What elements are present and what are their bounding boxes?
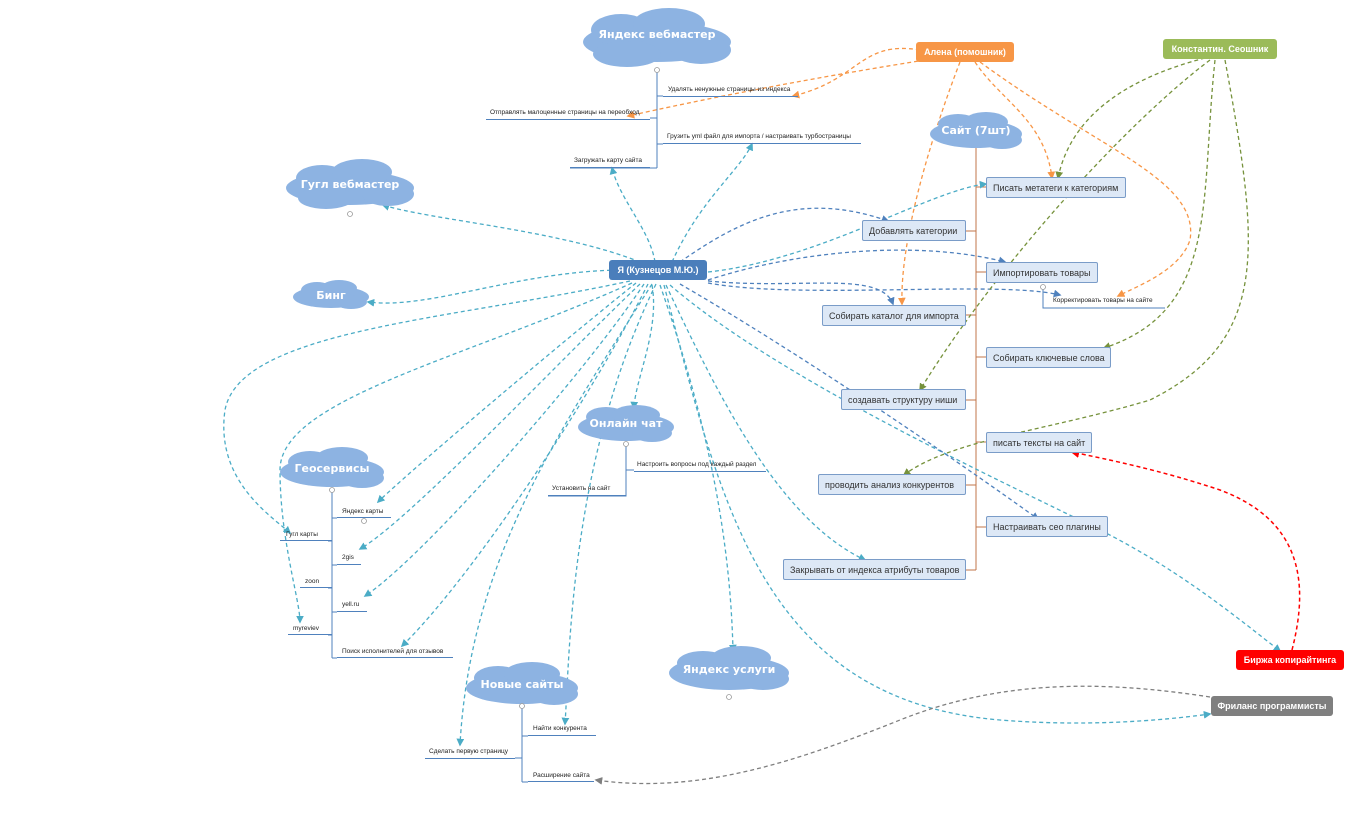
item-yml-underline [663,143,861,144]
geo-google-maps[interactable]: Гугл карты [286,531,318,538]
task-keywords[interactable]: Собирать ключевые слова [986,347,1111,368]
task-structure[interactable]: создавать структуру ниши [841,389,966,410]
task-competitors[interactable]: проводить анализ конкурентов [818,474,966,495]
task-import[interactable]: Импортировать товары [986,262,1098,283]
geo-yell-underline [337,611,367,612]
item-sitemap[interactable]: Загружать карту сайта [574,157,642,164]
task-texts-label: писать тексты на сайт [993,437,1086,448]
freelance-node[interactable]: Фриланс программисты [1211,696,1333,716]
geo-yell[interactable]: yell.ru [342,601,360,608]
birzha-node[interactable]: Биржа копирайтинга [1236,650,1344,670]
chat-install[interactable]: Установить на сайт [552,485,611,492]
geo-yandex-maps[interactable]: Яндекс карты [342,508,384,515]
task-catalog-label: Собирать каталог для импорта [829,310,959,321]
chat-questions-underline [634,471,766,472]
newsite-expand[interactable]: Расширение сайта [533,772,590,779]
item-yml[interactable]: Грузить yml файл для импорта / настраива… [667,133,851,140]
gray-link [594,685,1211,785]
person-alena-label: Алена (помошник) [924,47,1006,57]
cloud-google-webmaster-label: Гугл вебмастер [301,178,400,191]
task-seo-plugins-label: Настраивать сео плагины [993,521,1101,532]
geo-2gis[interactable]: 2gis [342,554,354,561]
cloud-bing[interactable]: Бинг [293,280,369,309]
cloud-new-sites[interactable]: Новые сайты [466,662,578,705]
item-remove-pages-underline [663,96,798,97]
task-structure-label: создавать структуру ниши [848,394,958,405]
newsite-find-competitor[interactable]: Найти конкурента [533,725,587,732]
newsite-expand-underline [528,781,594,782]
task-add-category-label: Добавлять категории [869,225,958,236]
newsite-first-page-underline [425,758,515,759]
item-remove-pages[interactable]: Удалять ненужные страницы из индекса [668,86,791,93]
geo-zoon-underline [300,587,332,588]
cloud-site[interactable]: Сайт (7шт) [930,112,1022,149]
geo-reviews[interactable]: Поиск исполнителей для отзывов [342,648,444,655]
cloud-google-webmaster[interactable]: Гугл вебмастер [286,159,414,209]
person-alena[interactable]: Алена (помошник) [916,42,1014,62]
freelance-node-label: Фриланс программисты [1217,701,1327,711]
person-konstantin-label: Константин. Сеошник [1171,44,1269,54]
cloud-yandex-webmaster[interactable]: Яндекс вебмастер [583,8,731,67]
cloud-geoservices-label: Геосервисы [294,462,369,475]
task-texts[interactable]: писать тексты на сайт [986,432,1092,453]
red-link [1070,449,1301,651]
item-low-value[interactable]: Отправлять малоценные страницы на переоб… [490,109,640,116]
task-add-category[interactable]: Добавлять категории [862,220,966,241]
collapse-markers [329,67,1046,709]
newsite-find-competitor-underline [528,735,596,736]
item-sitemap-underline [570,167,650,168]
chat-install-underline [548,495,626,496]
task-close-attrs-label: Закрывать от индекса атрибуты товаров [790,564,960,575]
geo-myreviev-underline [288,634,332,635]
task-meta[interactable]: Писать метатеги к категориям [986,177,1126,198]
cloud-yandex-webmaster-label: Яндекс вебмастер [599,28,716,41]
center-node[interactable]: Я (Кузнецов М.Ю.) [609,260,707,280]
orange-links [626,47,1192,306]
item-low-value-underline [486,119,650,120]
geo-reviews-underline [337,657,453,658]
teal-links [223,142,1282,747]
green-links [902,57,1249,476]
chat-questions[interactable]: Настроить вопросы под каждый раздел [637,461,757,468]
cloud-online-chat[interactable]: Онлайн чат [578,405,674,442]
task-seo-plugins[interactable]: Настраивать сео плагины [986,516,1108,537]
task-correct[interactable]: Корректировать товары на сайте [1053,297,1153,304]
center-node-label: Я (Кузнецов М.Ю.) [617,265,699,275]
cloud-site-label: Сайт (7шт) [941,124,1010,137]
task-close-attrs[interactable]: Закрывать от индекса атрибуты товаров [783,559,966,580]
task-competitors-label: проводить анализ конкурентов [825,479,955,490]
geo-zoon[interactable]: zoon [305,578,320,585]
geo-google-maps-underline [280,540,332,541]
task-meta-label: Писать метатеги к категориям [993,182,1119,193]
blue-links [679,207,1062,520]
cloud-geoservices[interactable]: Геосервисы [280,447,384,488]
task-import-label: Импортировать товары [993,267,1091,278]
newsite-first-page[interactable]: Сделать первую страницу [429,748,508,755]
task-catalog[interactable]: Собирать каталог для импорта [822,305,966,326]
birzha-node-label: Биржа копирайтинга [1243,655,1337,665]
person-konstantin[interactable]: Константин. Сеошник [1163,39,1277,59]
cloud-yandex-services-label: Яндекс услуги [683,663,776,676]
geo-myreviev[interactable]: myreviev [293,625,320,632]
geo-yandex-maps-underline [337,517,391,518]
geo-2gis-underline [337,564,361,565]
task-keywords-label: Собирать ключевые слова [993,352,1105,363]
cloud-bing-label: Бинг [316,289,346,302]
cloud-yandex-services[interactable]: Яндекс услуги [669,646,789,690]
cloud-new-sites-label: Новые сайты [481,678,564,691]
cloud-online-chat-label: Онлайн чат [590,417,664,430]
